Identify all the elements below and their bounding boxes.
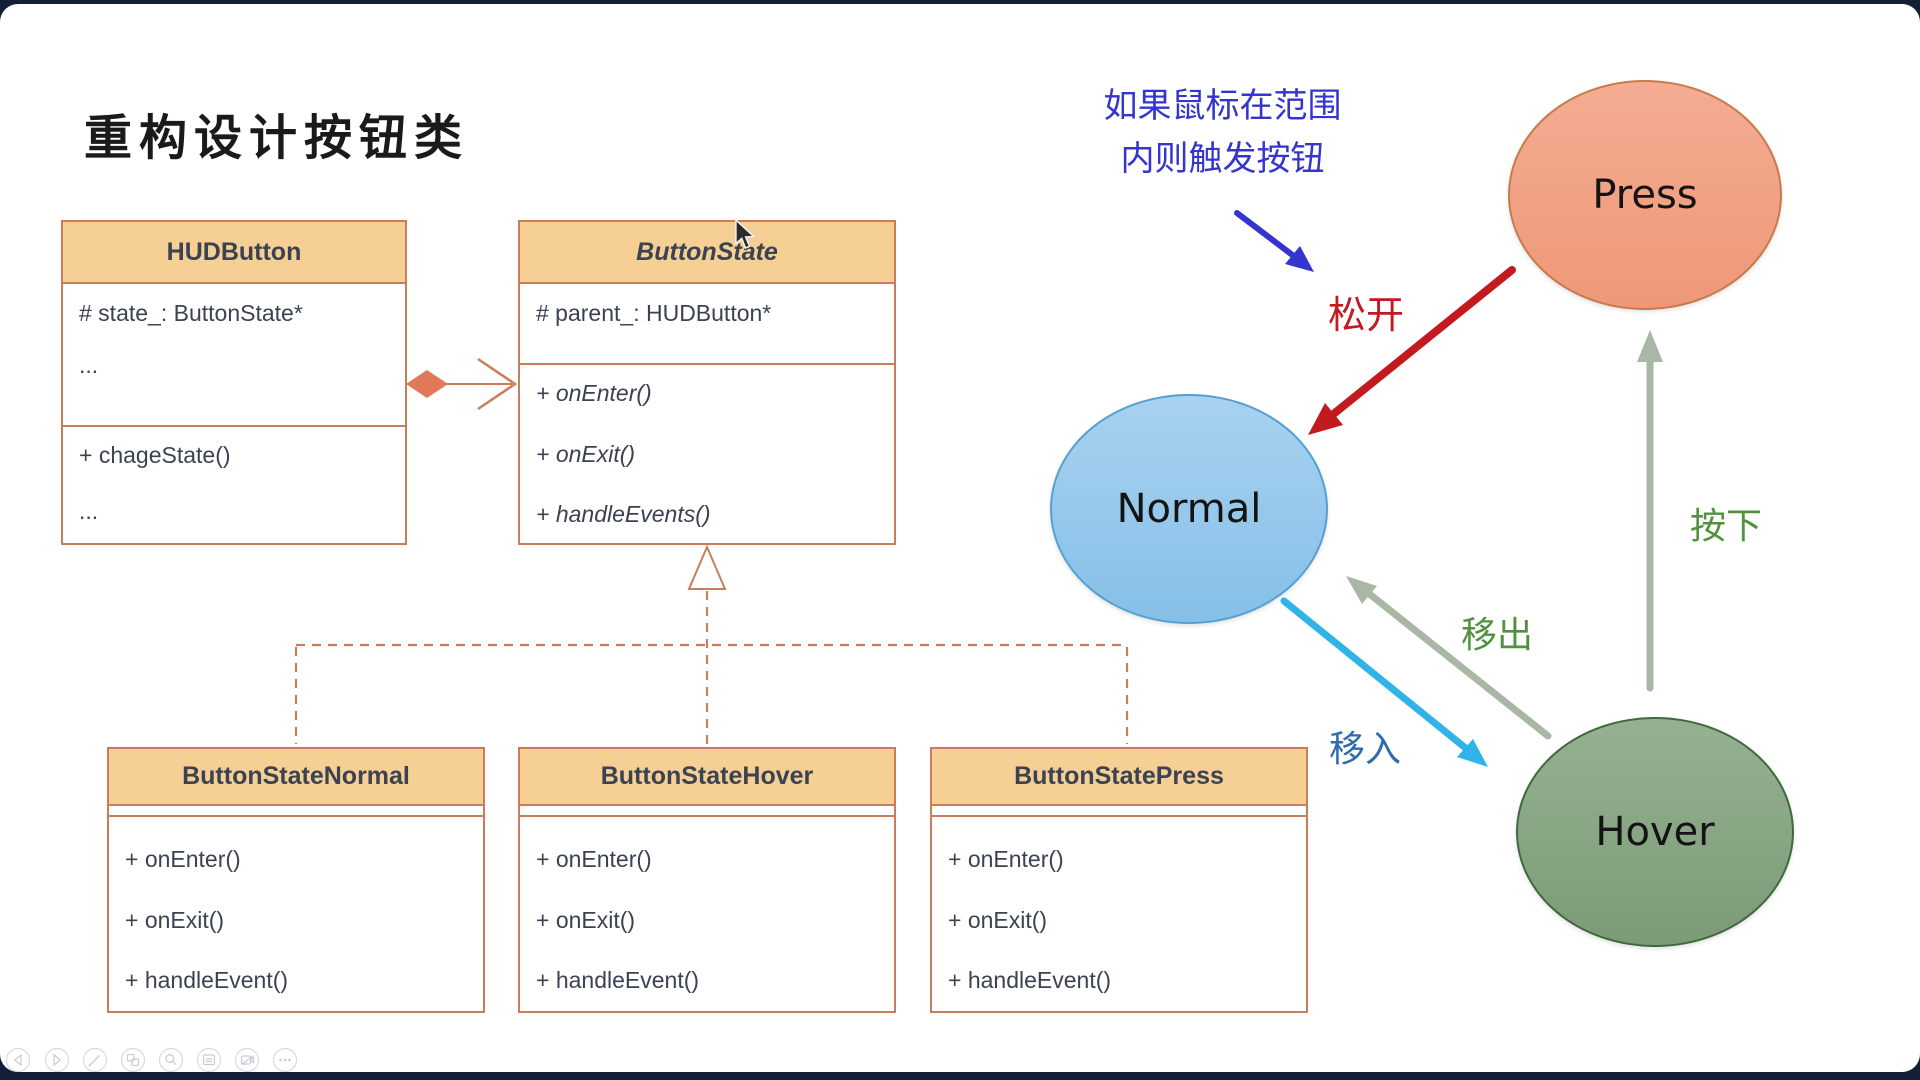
- toolbar-button-zoom[interactable]: [158, 1047, 184, 1073]
- state-normal-label: Normal: [1116, 486, 1262, 532]
- buttonstatepress-method-handleevent: + handleEvent(): [948, 967, 1112, 993]
- camera-off-icon: [240, 1055, 255, 1065]
- class-buttonstatepress-header: ButtonStatePress: [932, 749, 1306, 806]
- notes-icon: [202, 1054, 216, 1066]
- label-move-out: 移出: [1461, 615, 1534, 656]
- buttonstatenormal-method-onenter: + onEnter(): [125, 846, 241, 872]
- buttonstate-method-onexit: + onExit(): [536, 441, 636, 467]
- hudbutton-attribute-ellipsis: ...: [79, 352, 99, 378]
- class-buttonstatehover: ButtonStateHover + onEnter() + onExit() …: [518, 747, 896, 1013]
- class-hudbutton-title: HUDButton: [166, 237, 302, 266]
- toolbar-button-pen[interactable]: [82, 1047, 108, 1073]
- toolbar-button-next[interactable]: [44, 1047, 70, 1073]
- chevron-right-icon: [53, 1054, 61, 1066]
- state-hover-label: Hover: [1595, 809, 1715, 855]
- buttonstate-attribute-parent: # parent_: HUDButton*: [536, 300, 772, 326]
- buttonstatehover-method-onexit: + onExit(): [536, 907, 636, 933]
- annotation-mouse-in-range: 如果鼠标在范围 内则触发按钮: [1075, 80, 1370, 185]
- empty-attribute-compartment: [520, 806, 894, 817]
- empty-attribute-compartment: [109, 806, 483, 817]
- state-press-label: Press: [1592, 172, 1698, 218]
- toolbar-button-more[interactable]: [272, 1047, 298, 1073]
- toolbar-button-previous[interactable]: [5, 1047, 31, 1073]
- state-normal: Normal: [1050, 394, 1328, 624]
- label-move-in: 移入: [1329, 729, 1402, 770]
- class-buttonstatepress: ButtonStatePress + onEnter() + onExit() …: [930, 747, 1308, 1013]
- buttonstate-method-handleevents: + handleEvents(): [536, 501, 711, 527]
- ellipsis-icon: [279, 1058, 291, 1062]
- state-hover: Hover: [1516, 717, 1794, 947]
- label-press-down: 按下: [1690, 506, 1763, 547]
- label-release: 松开: [1328, 293, 1405, 337]
- buttonstatepress-method-onexit: + onExit(): [948, 907, 1048, 933]
- magnifier-icon: [165, 1054, 177, 1066]
- class-buttonstatenormal-title: ButtonStateNormal: [182, 762, 410, 790]
- toolbar-button-camera-off[interactable]: [234, 1047, 260, 1073]
- hudbutton-attribute-state: # state_: ButtonState*: [79, 300, 303, 326]
- class-buttonstatenormal: ButtonStateNormal + onEnter() + onExit()…: [107, 747, 485, 1013]
- toolbar-button-notes[interactable]: [196, 1047, 222, 1073]
- chevron-left-icon: [14, 1054, 22, 1066]
- compartment-divider: [63, 425, 405, 427]
- annotation-line1: 如果鼠标在范围: [1103, 86, 1342, 126]
- class-buttonstatepress-title: ButtonStatePress: [1014, 762, 1224, 790]
- annotation-line2: 内则触发按钮: [1120, 138, 1325, 179]
- buttonstatehover-method-handleevent: + handleEvent(): [536, 967, 700, 993]
- presentation-toolbar: [0, 1040, 320, 1080]
- class-buttonstate-header: ButtonState: [520, 222, 894, 284]
- slides-grid-icon: [126, 1053, 140, 1067]
- toolbar-button-slides[interactable]: [120, 1047, 146, 1073]
- hudbutton-method-ellipsis: ...: [79, 498, 99, 524]
- pen-icon: [88, 1055, 100, 1067]
- class-buttonstate-title: ButtonState: [636, 237, 778, 266]
- empty-attribute-compartment: [932, 806, 1306, 817]
- mouse-cursor: [735, 219, 756, 249]
- page-title: 重构设计按钮类: [84, 110, 470, 166]
- class-buttonstatehover-header: ButtonStateHover: [520, 749, 894, 806]
- class-hudbutton-header: HUDButton: [63, 222, 405, 284]
- class-hudbutton: HUDButton # state_: ButtonState* ... + c…: [61, 220, 407, 545]
- buttonstatehover-method-onenter: + onEnter(): [536, 846, 652, 872]
- state-press: Press: [1508, 80, 1782, 310]
- class-buttonstatenormal-header: ButtonStateNormal: [109, 749, 483, 806]
- buttonstate-method-onenter: + onEnter(): [536, 380, 652, 406]
- buttonstatenormal-method-onexit: + onExit(): [125, 907, 225, 933]
- class-buttonstate: ButtonState # parent_: HUDButton* + onEn…: [518, 220, 896, 545]
- class-buttonstatehover-title: ButtonStateHover: [600, 762, 814, 790]
- hudbutton-method-chagestate: + chageState(): [79, 442, 231, 468]
- buttonstatepress-method-onenter: + onEnter(): [948, 846, 1064, 872]
- buttonstatenormal-method-handleevent: + handleEvent(): [125, 967, 289, 993]
- compartment-divider: [520, 363, 894, 365]
